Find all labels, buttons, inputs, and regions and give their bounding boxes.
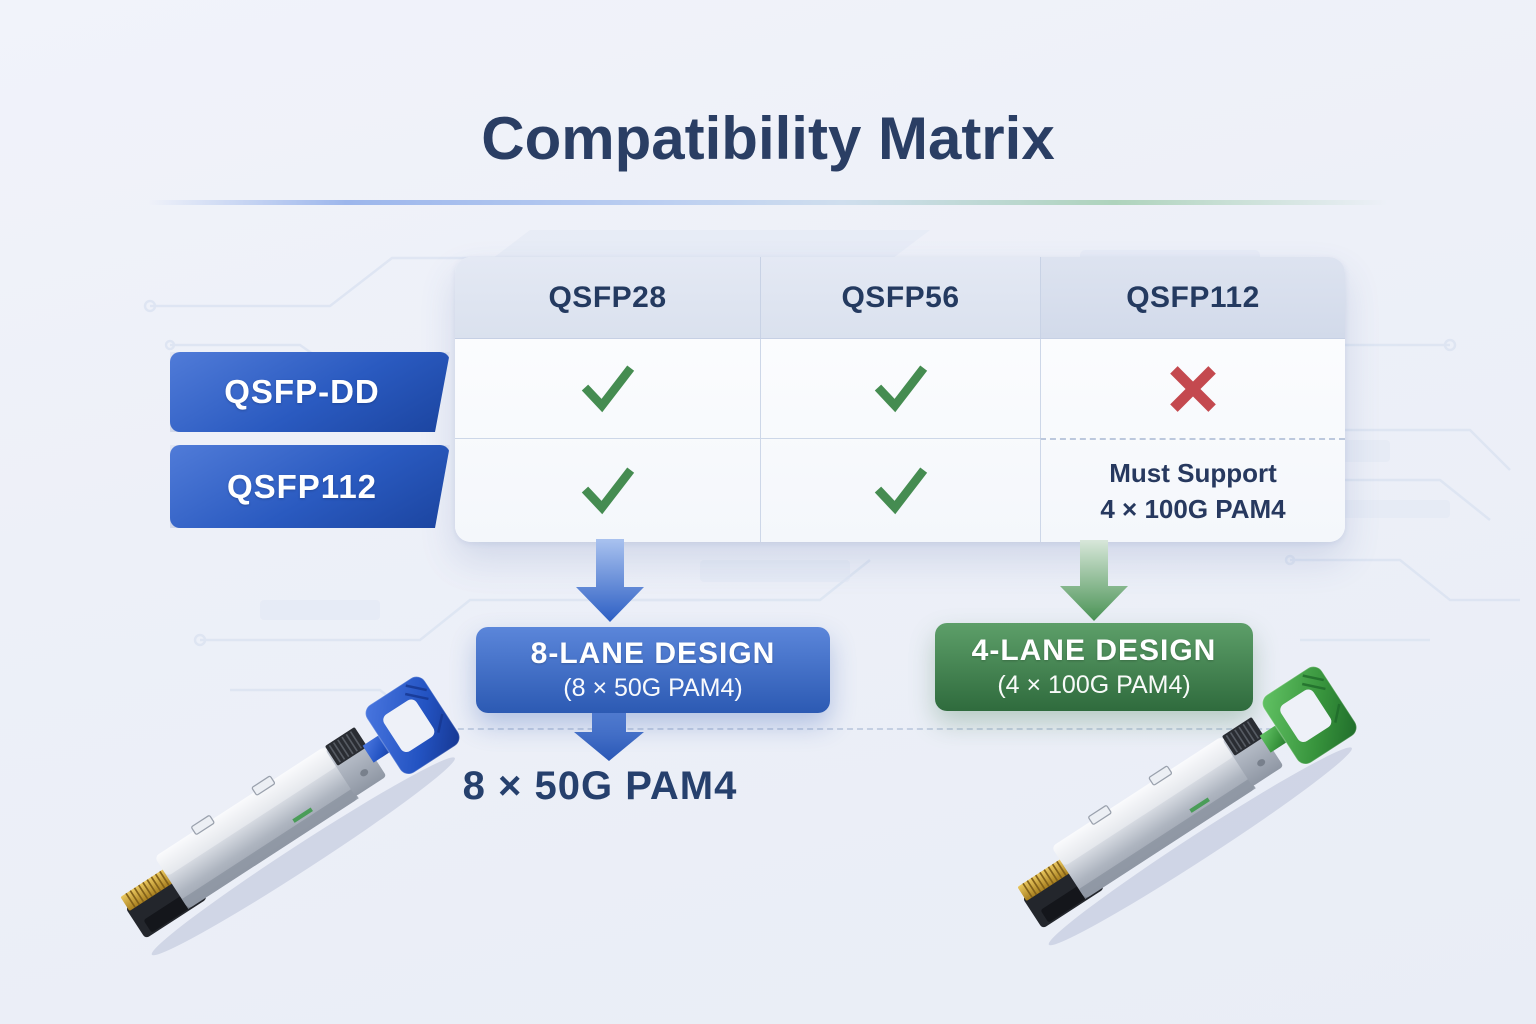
four-lane-title: 4-LANE DESIGN	[971, 634, 1217, 667]
column-header-qsfp28: QSFP28	[455, 257, 760, 338]
cross-icon	[1170, 365, 1216, 412]
cell-qsfp112-qsfp56	[760, 438, 1040, 542]
check-icon	[581, 364, 634, 412]
qsfp-dd-module-image	[121, 675, 461, 956]
table-body: Must Support 4 × 100G PAM4	[455, 339, 1345, 542]
eight-lane-title: 8-LANE DESIGN	[530, 637, 776, 670]
page-title: Compatibility Matrix	[481, 105, 1055, 172]
must-support-line2: 4 × 100G PAM4	[1100, 494, 1286, 524]
cell-qsfpdd-qsfp28	[455, 339, 760, 438]
row-label-qsfp-dd: QSFP-DD	[170, 352, 450, 432]
eight-lane-design-box: 8-LANE DESIGN (8 × 50G PAM4)	[476, 627, 830, 713]
table-header-row: QSFP28 QSFP56 QSFP112	[455, 257, 1345, 339]
cell-qsfp112-qsfp28	[455, 438, 760, 542]
column-header-qsfp112: QSFP112	[1040, 257, 1345, 338]
compatibility-table: QSFP28 QSFP56 QSFP112 Must Support 4 × 1	[455, 257, 1345, 542]
cell-qsfp112-qsfp112: Must Support 4 × 100G PAM4	[1040, 438, 1345, 542]
title-divider	[148, 200, 1388, 205]
four-lane-subtitle: (4 × 100G PAM4)	[997, 671, 1191, 699]
qsfp112-module-image	[1018, 665, 1358, 946]
cell-qsfpdd-qsfp56	[760, 339, 1040, 438]
down-arrow-green-icon	[1060, 540, 1128, 621]
eight-lane-result-label: 8 × 50G PAM4	[462, 764, 738, 808]
four-lane-design-box: 4-LANE DESIGN (4 × 100G PAM4)	[935, 623, 1253, 711]
eight-lane-subtitle: (8 × 50G PAM4)	[563, 674, 743, 702]
check-icon	[874, 466, 927, 514]
must-support-line1: Must Support	[1109, 457, 1277, 488]
cell-qsfpdd-qsfp112	[1040, 339, 1345, 438]
dashed-guide-line	[388, 728, 1332, 730]
check-icon	[581, 466, 634, 514]
check-icon	[874, 364, 927, 412]
row-label-qsfp112: QSFP112	[170, 445, 450, 528]
down-arrow-blue-small-icon	[574, 710, 644, 761]
down-arrow-blue-icon	[576, 539, 644, 622]
column-header-qsfp56: QSFP56	[760, 257, 1040, 338]
